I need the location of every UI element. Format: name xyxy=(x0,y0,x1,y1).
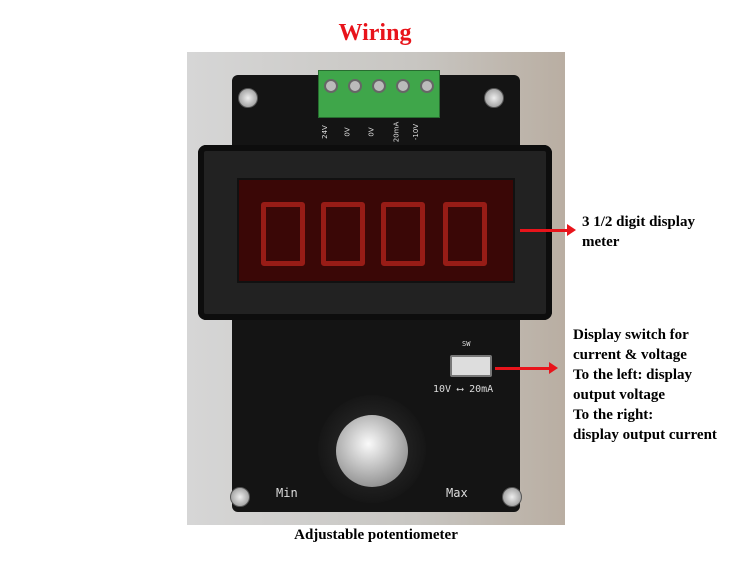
knob-cap xyxy=(336,415,408,487)
screw-icon xyxy=(502,487,522,507)
screw-icon xyxy=(230,487,250,507)
screw-icon xyxy=(484,88,504,108)
terminal-label: 20mA xyxy=(392,121,401,143)
switch-label: SW xyxy=(462,340,471,348)
terminal-label: 24V xyxy=(320,125,329,139)
terminal-block xyxy=(318,70,440,118)
arrow-display xyxy=(520,224,576,236)
max-label: Max xyxy=(446,486,468,500)
terminal-label: -10V xyxy=(412,123,421,141)
caption: Adjustable potentiometer xyxy=(294,527,458,543)
terminal-label: 0V xyxy=(367,127,376,137)
screw-icon xyxy=(238,88,258,108)
switch-scale: 10V ⟷ 20mA xyxy=(433,384,494,395)
min-label: Min xyxy=(276,486,298,500)
arrow-switch xyxy=(495,362,558,374)
title: Wiring xyxy=(338,20,412,46)
led-display xyxy=(237,178,515,283)
terminal-label: 0V xyxy=(343,127,352,137)
display-switch[interactable] xyxy=(450,355,492,377)
